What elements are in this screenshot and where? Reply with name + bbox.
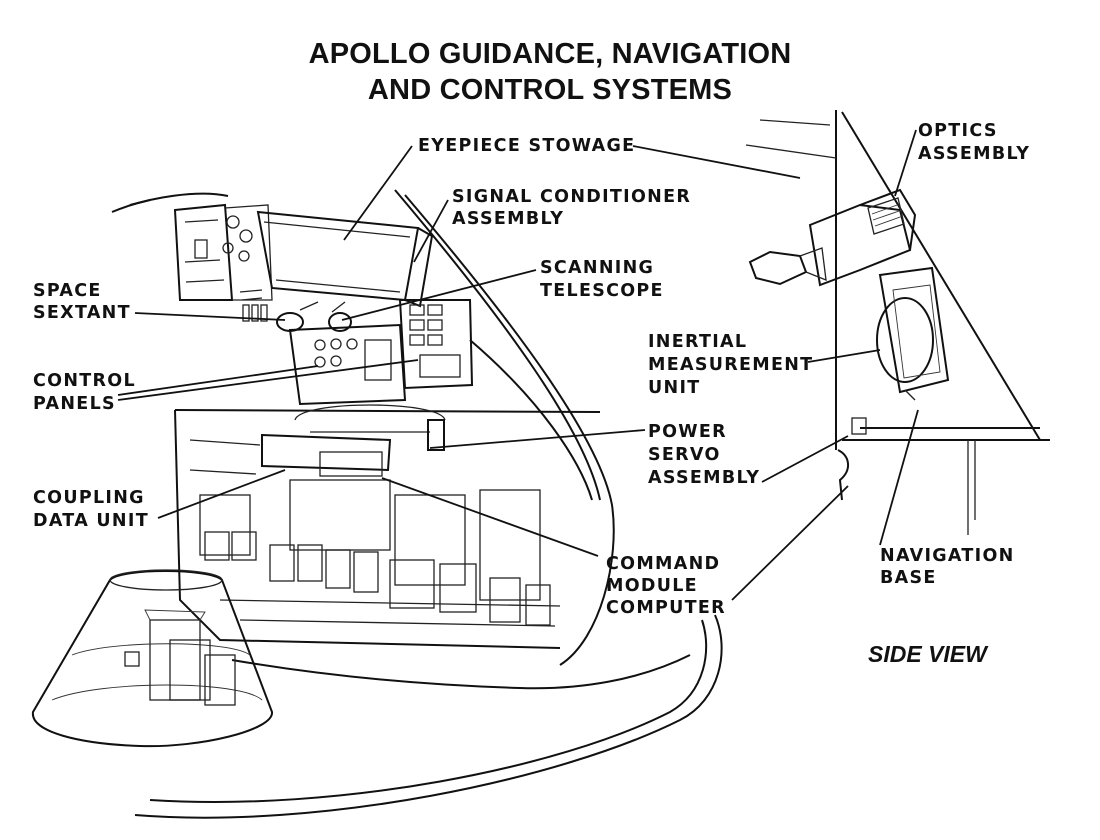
leader-imu <box>807 349 881 363</box>
leader-control-panels-b <box>117 359 419 401</box>
leader-eyepiece-stowage <box>343 145 413 241</box>
side-view-illustration <box>745 110 1050 535</box>
leader-navigation-base <box>879 409 919 546</box>
label-navigation-base-line-1: NAVIGATION <box>880 546 1015 566</box>
label-imu-line-2: MEASUREMENT <box>648 355 814 375</box>
label-imu-line-3: UNIT <box>648 378 701 398</box>
label-signal-conditioner-line-2: ASSEMBLY <box>452 209 565 229</box>
label-signal-conditioner-line-1: SIGNAL CONDITIONER <box>452 187 692 207</box>
leader-coupling-data-unit <box>157 469 286 519</box>
label-scanning-telescope-line-2: TELESCOPE <box>540 281 664 301</box>
diagram-title-line-2: AND CONTROL SYSTEMS <box>367 74 733 106</box>
label-power-servo-line-2: SERVO <box>648 445 721 465</box>
leader-power-servo-b <box>761 435 849 483</box>
leader-command-module-computer-a <box>381 477 599 557</box>
leader-signal-conditioner <box>413 199 449 263</box>
capsule-inset <box>31 569 274 748</box>
label-eyepiece-stowage: EYEPIECE STOWAGE <box>418 136 636 156</box>
label-space-sextant-line-2: SEXTANT <box>33 303 131 323</box>
label-cmc-line-3: COMPUTER <box>606 598 726 618</box>
label-scanning-telescope-line-1: SCANNING <box>540 258 655 278</box>
label-power-servo-line-1: POWER <box>648 422 727 442</box>
label-coupling-data-unit-line-2: DATA UNIT <box>33 511 149 531</box>
label-imu-line-1: INERTIAL <box>648 332 748 352</box>
leader-command-module-computer-b <box>731 485 849 601</box>
label-optics-assembly-line-2: ASSEMBLY <box>918 144 1031 164</box>
diagram-title-line-1: APOLLO GUIDANCE, NAVIGATION <box>308 38 792 70</box>
label-optics-assembly-line-1: OPTICS <box>918 121 998 141</box>
leader-space-sextant <box>134 312 286 321</box>
leader-power-servo-a <box>429 429 646 449</box>
leader-scanning-telescope <box>341 269 537 321</box>
label-control-panels-line-1: CONTROL <box>33 371 136 391</box>
label-navigation-base-line-2: BASE <box>880 568 937 588</box>
leader-optics-assembly <box>894 129 917 197</box>
label-coupling-data-unit-line-1: COUPLING <box>33 488 145 508</box>
console-structure <box>173 203 601 649</box>
leader-control-panels-a <box>117 365 319 396</box>
leader-lines <box>117 129 919 601</box>
leader-eyepiece-to-optics <box>632 145 801 179</box>
capsule-hull <box>111 189 723 819</box>
side-view-caption: SIDE VIEW <box>868 641 987 667</box>
label-cmc-line-1: COMMAND <box>606 554 721 574</box>
label-cmc-line-2: MODULE <box>606 576 698 596</box>
label-space-sextant-line-1: SPACE <box>33 281 102 301</box>
label-power-servo-line-3: ASSEMBLY <box>648 468 761 488</box>
label-control-panels-line-2: PANELS <box>33 394 116 414</box>
